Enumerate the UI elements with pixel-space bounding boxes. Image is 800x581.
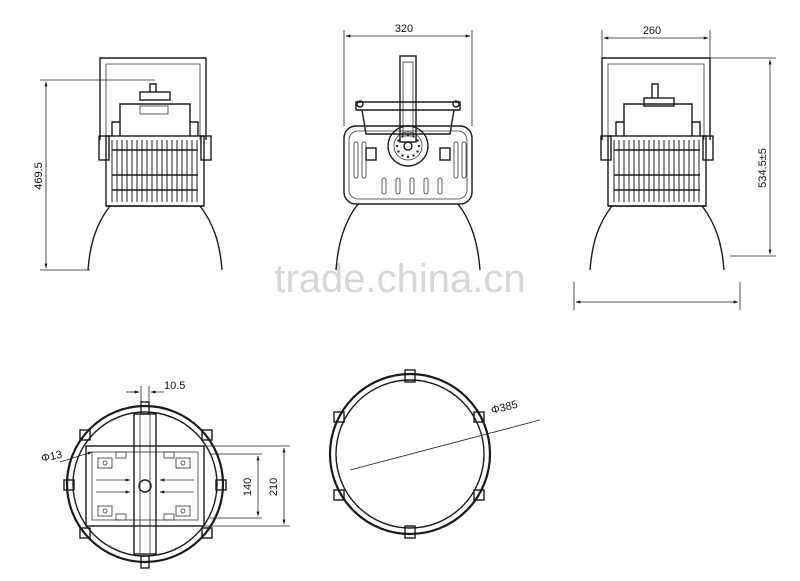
bracket-thickness-label: 10.5 (164, 380, 185, 392)
right-height-label: 534.5±5 (757, 148, 769, 188)
top-view-ring: Φ385 (328, 369, 541, 539)
watermark: trade.china.cn (274, 257, 525, 301)
inner-span-label: 140 (242, 478, 254, 496)
bottom-view: 10.5 Φ13 140 210 (40, 380, 290, 569)
side-view-right: 260 534.5±5 (573, 25, 776, 310)
left-height-label: 469.5 (33, 162, 45, 190)
side-width-label: 260 (643, 25, 661, 37)
outer-span-label: 210 (268, 478, 280, 496)
top-diameter-label: Φ385 (490, 399, 519, 417)
side-view-left: 469.5 (33, 57, 223, 271)
hole-diameter-label: Φ13 (40, 449, 63, 465)
front-width-label: 320 (395, 23, 413, 35)
front-view-center: 320 (335, 23, 481, 271)
